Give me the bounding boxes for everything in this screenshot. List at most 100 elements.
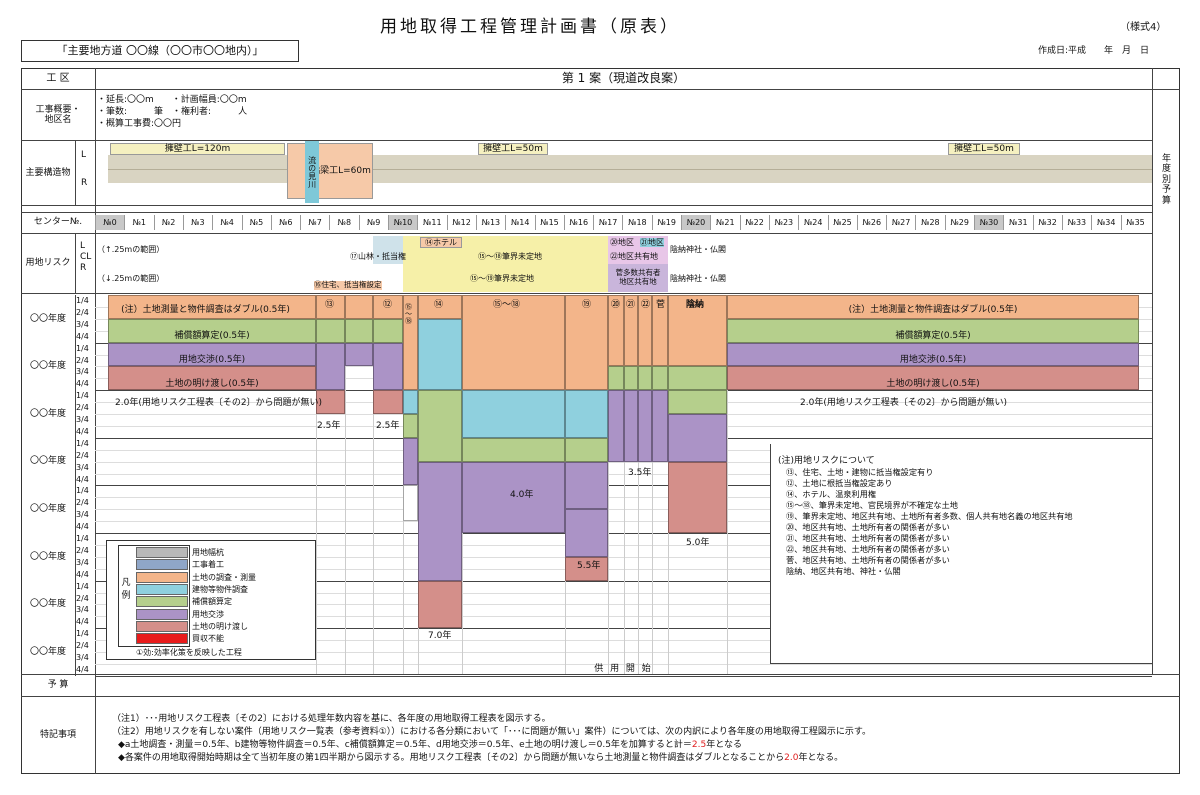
two-year-note: 2.0年(用地リスク工程表〔その2〕から問題が無い) — [115, 398, 323, 408]
station-tick: №23 — [768, 215, 798, 230]
structure-l: L — [81, 150, 87, 160]
structure-item: 擁壁工L=120m — [110, 143, 285, 155]
quarter-label: 3/4 — [76, 462, 89, 472]
koku-label: 工 区 — [46, 72, 70, 84]
budget-by-year: 年 度 別 予 算 — [1161, 154, 1171, 206]
risk-note-line: ⑭、ホテル、温泉利用権 — [786, 489, 877, 499]
gantt-bar — [608, 390, 624, 462]
legend-swatch — [136, 596, 188, 608]
station-tick: №0 — [95, 215, 124, 230]
station-tick: №6 — [270, 215, 300, 230]
gantt-bar — [403, 437, 418, 486]
station-tick: №20 — [681, 215, 710, 230]
station-tick: №29 — [944, 215, 974, 230]
risk-note-line: ⑬、住宅、土地・建物に抵当権設定有り — [786, 467, 934, 477]
station-tick: №5 — [241, 215, 271, 230]
duration: 5.5年 — [577, 561, 601, 571]
station-tick: №35 — [1120, 215, 1150, 230]
risk-note-line: 菅、地区共有地、土地所有者の関係者が多い — [786, 555, 950, 565]
quarter-label: 4/4 — [76, 474, 89, 484]
risk-r-range: （↓.25mの範囲） — [97, 274, 165, 283]
quarter-label: 1/4 — [76, 343, 89, 353]
legend-label: 補償額算定 — [192, 597, 232, 607]
notes-label: 特記事項 — [39, 730, 76, 741]
quarter-label: 3/4 — [76, 510, 89, 520]
station-tick: №32 — [1032, 215, 1062, 230]
station-tick: №18 — [622, 215, 651, 230]
quarter-label: 1/4 — [76, 486, 89, 496]
gantt-bar — [373, 390, 403, 414]
station-tick: №3 — [182, 215, 212, 230]
risk-label-item: ⑯住宅、抵当権設定 — [314, 280, 382, 290]
risk-label: 用地リスク — [25, 258, 71, 269]
route-name: 「主要地方道 〇〇線（〇〇市〇〇地内）」 — [21, 40, 299, 62]
note-line: （注1）･･･用地リスク工程表〔その2〕における処理年数内容を基に、各年度の用地… — [112, 714, 551, 724]
gantt-bar — [565, 390, 608, 438]
station-tick: №15 — [534, 215, 564, 230]
risk-label-item: ⑰山林・抵当権 — [350, 252, 406, 261]
handover-bar-label: 土地の明け渡し(0.5年) — [886, 378, 980, 389]
structure-item: 橋梁工L=60m — [287, 143, 373, 199]
survey-bar-label: (注）土地測量と物件調査はダブル(0.5年) — [848, 304, 1018, 315]
comp-bar-label: 補償額算定(0.5年) — [174, 330, 250, 341]
station-tick: №10 — [388, 215, 417, 230]
gantt-bar — [316, 390, 345, 414]
gantt-bar — [565, 295, 608, 391]
risk-l-range: （↑.25mの範囲） — [97, 245, 165, 254]
gantt-bar — [565, 437, 608, 462]
quarter-label: 3/4 — [76, 605, 89, 615]
risk-note-box — [770, 444, 1152, 664]
year-label: 〇〇年度 — [29, 313, 66, 324]
summary-line: ・筆数: 筆 ・権利者: 人 — [97, 107, 248, 117]
station-tick: №12 — [446, 215, 476, 230]
gantt-bar — [403, 295, 418, 391]
quarter-label: 1/4 — [76, 534, 89, 543]
case-label: ⑮ ～ ⑱ — [405, 303, 412, 325]
gantt-bar — [652, 366, 668, 391]
legend-swatch — [136, 583, 188, 595]
quarter-label: 4/4 — [76, 664, 89, 674]
station-tick: №30 — [974, 215, 1003, 230]
gantt-bar — [727, 295, 1139, 319]
year-label: 〇〇年度 — [29, 551, 66, 562]
risk-label-item: ⑮～⑱筆界未定地 — [478, 252, 542, 261]
schedule-table — [21, 68, 1180, 774]
gantt-bar — [668, 414, 727, 462]
case-label: 菅 — [656, 300, 666, 310]
quarter-label: 2/4 — [76, 498, 89, 508]
risk-label-item: 菅多数共有者 地区共有地 — [615, 268, 661, 286]
case-label: ㉑ — [626, 300, 636, 310]
handover-bar-label: 土地の明け渡し(0.5年) — [165, 378, 259, 389]
station-tick: №31 — [1003, 215, 1032, 230]
quarter-label: 4/4 — [76, 426, 89, 436]
quarter-label: 1/4 — [76, 391, 89, 401]
summary-label: 工事概要・ 地区名 — [35, 104, 81, 125]
service-start: 供 用 開 始 — [594, 664, 653, 675]
station-tick: №33 — [1061, 215, 1091, 230]
two-year-note: 2.0年(用地リスク工程表〔その2〕から問題が無い) — [800, 398, 1008, 408]
station-tick: №24 — [798, 215, 827, 230]
summary-line: ・概算工事費:〇〇円 — [97, 119, 182, 129]
quarter-label: 2/4 — [76, 403, 89, 413]
quarter-label: 3/4 — [76, 319, 89, 329]
legend-label: 土地の調査・測量 — [192, 572, 256, 582]
quarter-label: 4/4 — [76, 569, 89, 579]
created-date: 作成日:平成 年 月 日 — [1038, 46, 1150, 56]
legend-note: ①効:効率化策を反映した工程 — [136, 648, 242, 657]
gantt-bar — [565, 556, 608, 581]
year-label: 〇〇年度 — [29, 646, 66, 657]
gantt-bar — [638, 366, 652, 391]
gantt-bar — [373, 295, 403, 319]
legend-label: 用地交渉 — [192, 609, 224, 619]
station-tick: №4 — [212, 215, 241, 230]
year-label: 〇〇年度 — [29, 599, 66, 610]
gantt-bar — [403, 485, 418, 522]
risk-label-item: ⑭ホテル — [420, 237, 462, 248]
gantt-bar — [418, 295, 462, 319]
quarter-label: 2/4 — [76, 593, 89, 603]
risk-note-line: ⑮～⑱、筆界未定地、官民境界が不確定な土地 — [786, 500, 958, 510]
gantt-bar — [668, 390, 727, 414]
gantt-bar — [565, 461, 608, 510]
duration: 4.0年 — [510, 490, 534, 500]
